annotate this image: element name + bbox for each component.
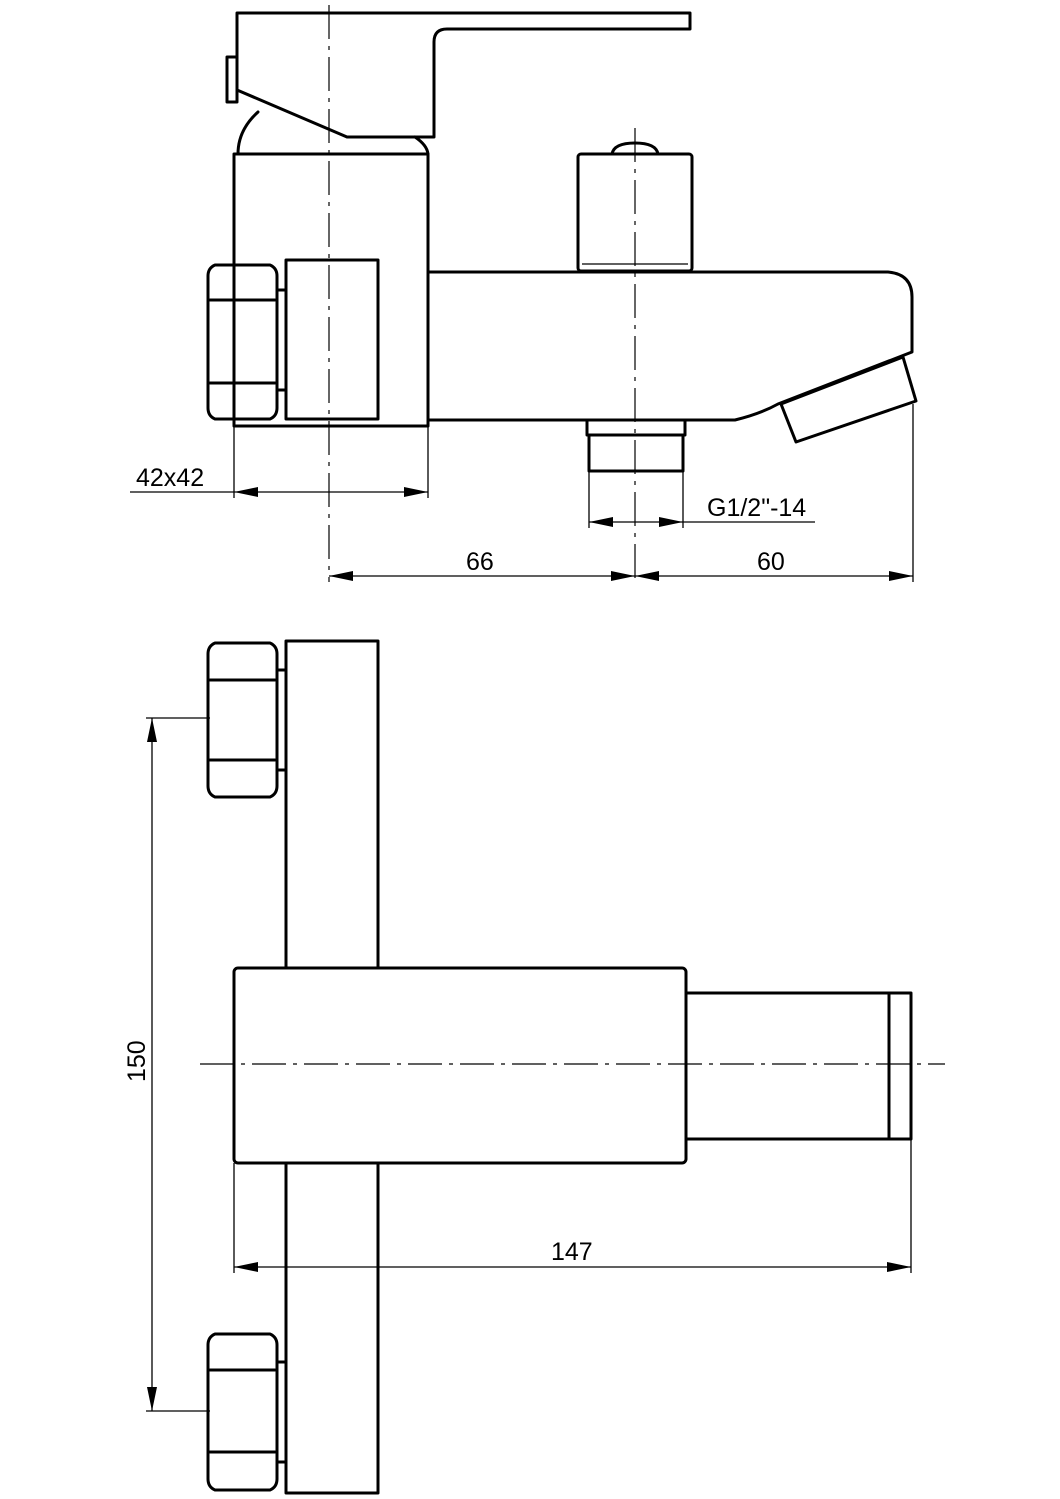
lever-cap: [225, 55, 239, 104]
inlet-hex-nut: [206, 263, 279, 421]
nut-collar: [275, 288, 288, 392]
spout: [426, 270, 914, 422]
lever-neck: [236, 110, 260, 156]
upper-hex-nut: [206, 641, 279, 799]
dim-diverter-to-spout: 60: [757, 548, 785, 576]
outlet-thread: [587, 433, 685, 473]
dim-axis-to-diverter: 66: [466, 548, 494, 576]
outlet-nut: [585, 418, 687, 437]
dim-outlet-thread: G1/2"-14: [707, 494, 806, 522]
dim-inlet-spacing: 150: [123, 1040, 151, 1082]
spout-top: [684, 991, 913, 1141]
wall-plate: [284, 258, 380, 421]
body-top: [232, 966, 688, 1165]
lever-handle: [235, 11, 692, 139]
top-view: 150 147: [123, 639, 945, 1495]
lever-neck-right: [413, 135, 430, 156]
dim-overall-depth: 147: [551, 1238, 593, 1266]
lower-hex-nut: [206, 1332, 279, 1492]
spout-aerator: [779, 355, 918, 444]
mixer-body: [232, 152, 430, 428]
dim-wrench-size: 42x42: [136, 464, 204, 492]
front-view: 42x42 G1/2"-14 66 60: [130, 5, 918, 582]
